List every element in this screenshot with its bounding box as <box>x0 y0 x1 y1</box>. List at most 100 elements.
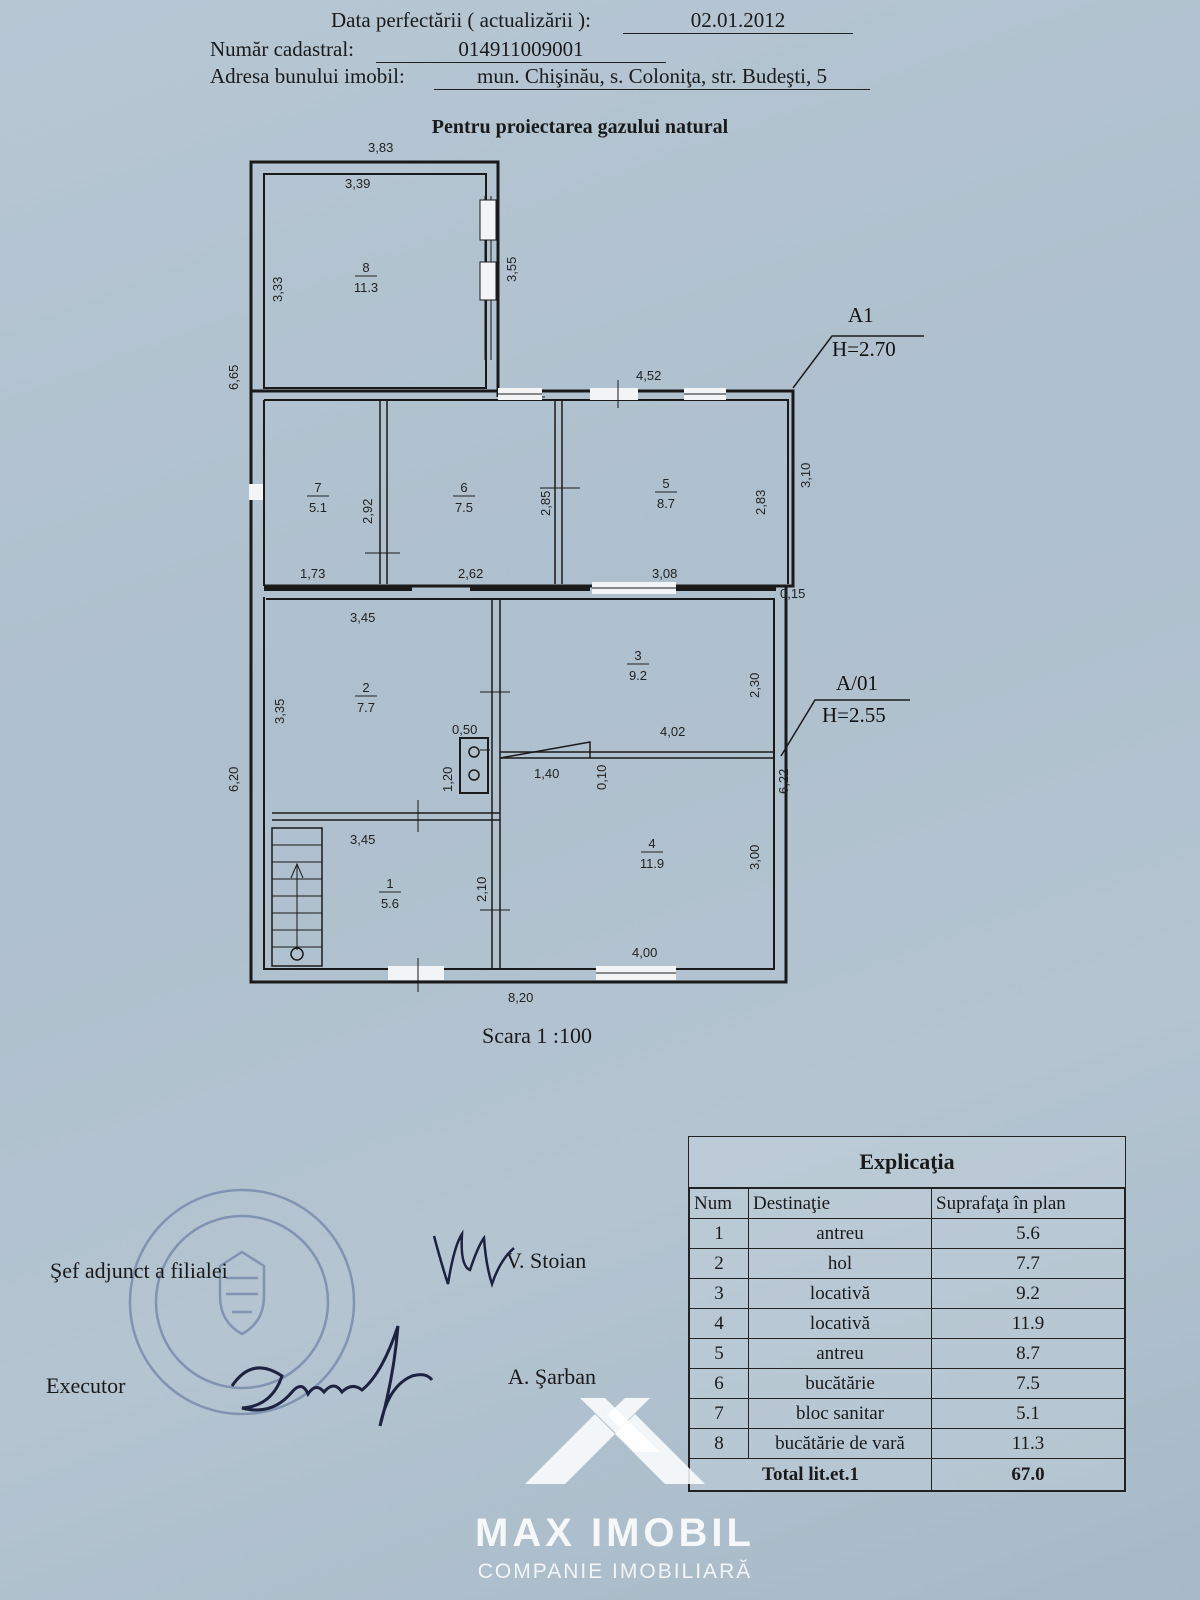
table-row: 6 bucătărie 7.5 <box>689 1368 1125 1399</box>
dim-r2-h: 3,35 <box>272 699 287 724</box>
legend-header-row: Num Destinaţie Suprafaţa în plan <box>689 1188 1125 1219</box>
cell-num: 2 <box>689 1248 749 1279</box>
room-6: 6 7.5 <box>453 480 475 515</box>
signature-sarban-icon <box>230 1325 434 1427</box>
room-area: 7.7 <box>357 700 375 715</box>
level-a1-height: H=2.70 <box>832 337 896 361</box>
address-line: Adresa bunului imobil: mun. Chişinău, s.… <box>210 64 870 90</box>
room-number: 6 <box>460 480 467 495</box>
room-area: 11.9 <box>640 856 664 871</box>
dim-total-w: 8,20 <box>508 990 533 1005</box>
col-area: Suprafaţa în plan <box>931 1188 1125 1219</box>
dim-r5-h: 2,83 <box>753 490 768 515</box>
dim-right-lower: 6,22 <box>776 769 791 794</box>
cell-area: 11.3 <box>931 1428 1125 1459</box>
cell-num: 5 <box>689 1338 749 1369</box>
date-line: Data perfectării ( actualizării ): 02.01… <box>331 8 853 34</box>
dim-a1-top: 4,52 <box>636 368 661 383</box>
level-a1-name: A1 <box>848 303 874 327</box>
dim-r4-w: 4,00 <box>632 945 657 960</box>
dim-chimney-w: 0,50 <box>452 722 477 737</box>
room-2: 2 7.7 <box>355 680 377 715</box>
cell-destination: antreu <box>748 1338 932 1369</box>
room-number: 3 <box>634 648 641 663</box>
cell-num: 6 <box>689 1368 749 1399</box>
table-row: 1 antreu 5.6 <box>689 1218 1125 1249</box>
cell-num: 3 <box>689 1278 749 1309</box>
cell-destination: antreu <box>748 1218 932 1249</box>
dim-r1-h: 2,10 <box>474 877 489 902</box>
room-number: 2 <box>362 680 369 695</box>
official-stamp-icon <box>128 1188 356 1416</box>
dim-r7-w: 1,73 <box>300 566 325 581</box>
table-row: 5 antreu 8.7 <box>689 1338 1125 1369</box>
dim-r5-w: 3,08 <box>652 566 677 581</box>
dim-r6-w: 2,62 <box>458 566 483 581</box>
dim-r8-right: 3,55 <box>504 257 519 282</box>
room-area: 7.5 <box>455 500 473 515</box>
cell-area: 5.6 <box>931 1218 1125 1249</box>
cadastral-label: Număr cadastral: <box>210 37 355 61</box>
dim-step: 0,15 <box>780 586 805 601</box>
dim-a1-right: 3,10 <box>798 463 813 488</box>
room-number: 4 <box>648 836 655 851</box>
room-area: 9.2 <box>629 668 647 683</box>
cell-area: 11.9 <box>931 1308 1125 1339</box>
room-number: 5 <box>662 476 669 491</box>
total-value: 67.0 <box>931 1458 1125 1491</box>
dim-r4-h: 3,00 <box>747 845 762 870</box>
dim-r1-w: 3,45 <box>350 832 375 847</box>
total-label: Total lit.et.1 <box>689 1458 932 1491</box>
table-row: 4 locativă 11.9 <box>689 1308 1125 1339</box>
cell-area: 7.7 <box>931 1248 1125 1279</box>
level-a01-name: A/01 <box>836 671 878 695</box>
scale-label: Scara 1 :100 <box>482 1023 592 1048</box>
cadastral-value: 014911009001 <box>376 37 666 63</box>
dim-r2-w: 3,45 <box>350 610 375 625</box>
room-number: 7 <box>314 480 321 495</box>
cell-area: 8.7 <box>931 1338 1125 1369</box>
brand-tagline: COMPANIE IMOBILIARĂ <box>477 1560 753 1583</box>
cadastral-line: Număr cadastral: 014911009001 <box>210 37 666 63</box>
col-num: Num <box>689 1188 749 1219</box>
dim-partition: 0,10 <box>594 765 609 790</box>
room-area: 8.7 <box>657 496 675 511</box>
cell-num: 4 <box>689 1308 749 1339</box>
dim-chimney-h: 1,20 <box>440 767 455 792</box>
dim-passage-w: 1,40 <box>534 766 559 781</box>
room-4: 4 11.9 <box>640 836 664 871</box>
signature-stoian-icon <box>432 1229 515 1288</box>
room-number: 1 <box>386 876 393 891</box>
cell-destination: hol <box>748 1248 932 1279</box>
date-value: 02.01.2012 <box>623 8 853 34</box>
date-label: Data perfectării ( actualizării ): <box>331 8 591 32</box>
room-5: 5 8.7 <box>655 476 677 511</box>
cell-destination: locativă <box>748 1278 932 1309</box>
legend-table: Explicaţia Num Destinaţie Suprafaţa în p… <box>688 1136 1126 1492</box>
room-1: 1 5.6 <box>379 876 401 911</box>
cell-num: 7 <box>689 1398 749 1429</box>
cell-destination: locativă <box>748 1308 932 1339</box>
dim-left-upper: 6,65 <box>226 365 241 390</box>
role-deputy-head: Şef adjunct a filialei <box>50 1258 228 1283</box>
dim-r8-left: 3,33 <box>270 277 285 302</box>
brand-name: MAX IMOBIL <box>475 1511 755 1555</box>
room-7: 7 5.1 <box>307 480 329 515</box>
plan-title: Pentru proiectarea gazului natural <box>431 116 729 138</box>
room-area: 5.6 <box>381 896 399 911</box>
address-value: mun. Chişinău, s. Coloniţa, str. Budeşti… <box>434 64 870 90</box>
dim-left-lower: 6,20 <box>226 767 241 792</box>
dim-top-inner: 3,39 <box>345 176 370 191</box>
table-row: 8 bucătărie de vară 11.3 <box>689 1428 1125 1459</box>
cell-num: 1 <box>689 1218 749 1249</box>
max-imobil-logo-icon <box>525 1398 705 1484</box>
dim-r3-w: 4,02 <box>660 724 685 739</box>
cell-area: 5.1 <box>931 1398 1125 1429</box>
table-row: 2 hol 7.7 <box>689 1248 1125 1279</box>
room-area: 5.1 <box>309 500 327 515</box>
cell-area: 9.2 <box>931 1278 1125 1309</box>
total-row: Total lit.et.1 67.0 <box>689 1458 1125 1491</box>
watermark-logo: MAX IMOBIL COMPANIE IMOBILIARĂ <box>420 1380 810 1584</box>
room-8: 8 11.3 <box>354 260 378 295</box>
